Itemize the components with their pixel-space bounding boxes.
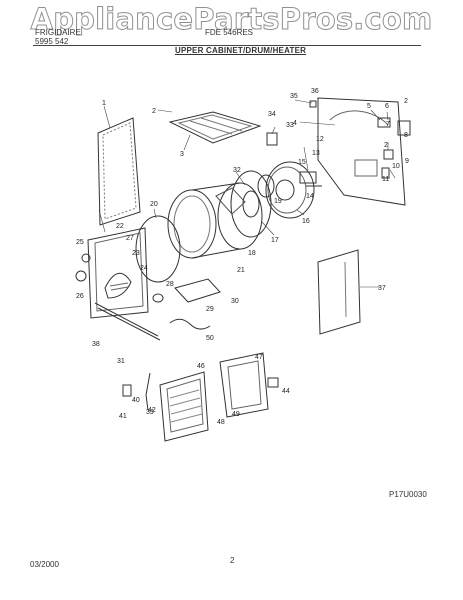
callout-27: 27	[126, 235, 134, 242]
part-rear-bulkhead	[317, 97, 411, 206]
callout-26: 26	[76, 293, 84, 300]
callout-8: 8	[404, 132, 408, 139]
part-door-panel	[219, 352, 269, 418]
brand-line-1: FRIGIDAIRE	[35, 28, 81, 37]
callout-18b: 18	[248, 250, 256, 257]
part-side-panel	[97, 117, 141, 226]
callout-39: 38	[92, 341, 100, 348]
callout-9: 9	[405, 158, 409, 165]
page-number: 2	[230, 556, 235, 565]
callout-54: 50	[206, 335, 214, 342]
callout-2c: 2	[384, 142, 388, 149]
callout-4: 4	[293, 120, 297, 127]
callout-46: 44	[282, 388, 290, 395]
part-harness	[169, 318, 211, 330]
callout-24: 24	[140, 265, 148, 272]
footer-date: 03/2000	[30, 560, 59, 569]
part-36	[309, 100, 317, 108]
part-41	[122, 384, 132, 397]
callout-10: 10	[392, 163, 400, 170]
callout-36: 36	[311, 88, 319, 95]
part-34	[266, 132, 278, 146]
callout-12: 12	[316, 136, 324, 143]
leader-lines	[98, 99, 396, 288]
callout-47: 46	[197, 363, 205, 370]
callout-48: 47	[255, 354, 263, 361]
callout-49: 48	[217, 419, 225, 426]
callout-29: 29	[206, 306, 214, 313]
part-heater-panel	[265, 161, 322, 219]
part-top-panel	[168, 111, 262, 144]
callout-3: 3	[180, 151, 184, 158]
callout-14: 14	[306, 193, 314, 200]
callout-35: 35	[290, 93, 298, 100]
part-rail	[94, 302, 159, 337]
brand-line-2: 5995 542	[35, 37, 69, 46]
part-28	[152, 293, 164, 303]
part-46	[267, 377, 279, 388]
part-drum	[167, 182, 263, 259]
watermark: AppliancePartsPros.com	[30, 2, 433, 37]
callout-34: 34	[268, 111, 276, 118]
callout-16: 16	[302, 218, 310, 225]
callout-2b: 2	[404, 98, 408, 105]
callout-23: 23	[132, 250, 140, 257]
part-front-panel	[87, 227, 149, 319]
callout-22: 22	[116, 223, 124, 230]
callout-38: 37	[378, 285, 386, 292]
callout-31: 31	[117, 358, 125, 365]
part-drum-seal	[135, 215, 181, 283]
callout-30: 30	[231, 298, 239, 305]
callout-15: 15	[298, 159, 306, 166]
callout-17: 17	[271, 237, 279, 244]
section-title: UPPER CABINET/DRUM/HEATER	[175, 46, 307, 55]
callout-6: 6	[385, 103, 389, 110]
part-knob	[75, 270, 87, 282]
part-44	[145, 372, 151, 411]
callout-20: 20	[150, 201, 158, 208]
callout-19: 19	[274, 198, 282, 205]
callout-44: 42	[148, 407, 156, 414]
callout-21: 21	[237, 267, 245, 274]
part-switch	[81, 253, 91, 263]
diagram-code: P17U0030	[389, 490, 427, 499]
callout-2a: 2	[152, 108, 156, 115]
part-access-panel	[159, 371, 209, 442]
callout-7: 7	[386, 121, 390, 128]
callout-5: 5	[367, 103, 371, 110]
callout-40: 39	[146, 409, 154, 416]
callout-50: 49	[232, 411, 240, 418]
model-number: FDE 546RES	[205, 28, 254, 37]
callout-11: 11	[382, 176, 389, 183]
callout-25: 25	[76, 239, 84, 246]
callout-1: 1	[102, 100, 106, 107]
callout-13: 13	[312, 150, 320, 157]
callout-32: 32	[233, 167, 241, 174]
part-right-panel	[317, 249, 361, 335]
header-rule	[33, 45, 421, 46]
callout-42a: 41	[119, 413, 127, 420]
part-bracket	[174, 278, 221, 303]
callout-28: 28	[166, 281, 174, 288]
callout-33: 33	[286, 122, 294, 129]
callout-41: 40	[132, 397, 140, 404]
